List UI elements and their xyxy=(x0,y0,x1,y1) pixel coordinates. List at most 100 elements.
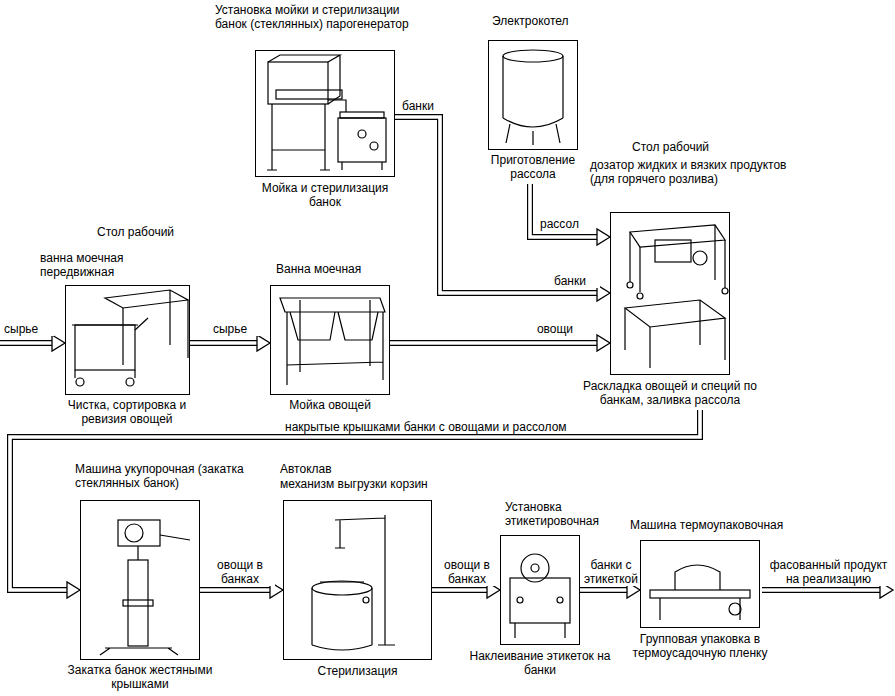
arrow-shaft-inner xyxy=(395,117,597,293)
jar-washer-drawing-stroke xyxy=(276,90,342,99)
flow-label: банки xyxy=(540,274,600,288)
operation-caption: Стерилизация xyxy=(283,664,432,678)
equipment-station: Автоклавмеханизм выгрузки корзинСтерилиз… xyxy=(283,500,432,681)
arrow-shaft-outline xyxy=(190,340,257,346)
autoclave-drawing-stroke xyxy=(320,515,395,645)
trolley-bath-drawing-stroke xyxy=(105,290,188,308)
trolley-bath-drawing-stroke xyxy=(75,325,135,370)
equipment-station: Стол рабочийдозатор жидких и вязких прод… xyxy=(610,212,730,410)
dosing-table-drawing-stroke xyxy=(722,288,728,294)
equipment-heading: Автоклав xyxy=(280,462,430,476)
equipment-heading: Ванна моечная xyxy=(276,262,386,276)
seaming-machine-drawing-stroke xyxy=(123,600,153,606)
autoclave-drawing-stroke xyxy=(363,597,369,603)
arrow-shaft-inner xyxy=(200,588,270,592)
flow-label: овощи в банках xyxy=(436,558,498,586)
equipment-station: Машина укупорочная (закатка стеклянных б… xyxy=(80,500,200,694)
arrow-shaft-inner xyxy=(390,341,597,345)
flow-label: сырье xyxy=(200,322,260,336)
arrow-shaft-outline xyxy=(432,587,487,593)
dosing-table-drawing-stroke xyxy=(627,282,633,288)
electric-boiler-drawing xyxy=(503,50,563,145)
washing-bath-drawing-stroke xyxy=(280,298,385,312)
shrink-tunnel-drawing-stroke xyxy=(729,603,741,615)
jar-washer-drawing-stroke xyxy=(268,55,340,104)
equipment-heading: Электрокотел xyxy=(492,14,592,28)
input-arrow-stroke xyxy=(52,335,65,351)
jar-washer-drawing-stroke xyxy=(342,162,382,170)
seaming-machine-drawing-stroke xyxy=(118,520,160,546)
labeler-drawing-stroke xyxy=(531,564,539,572)
operation-caption: Закатка банок жестяными крышками xyxy=(55,663,225,691)
equipment-frame xyxy=(610,212,730,375)
shrink-tunnel-drawing-stroke xyxy=(675,565,720,590)
flow-label: банки с этикеткой xyxy=(582,558,640,586)
equipment-frame xyxy=(80,500,200,660)
labeler-drawing-stroke xyxy=(521,554,549,582)
operation-caption: Приготовление рассола xyxy=(478,153,588,181)
equipment-heading: Машина укупорочная (закатка стеклянных б… xyxy=(75,462,260,490)
arrow-shaft-inner xyxy=(432,588,487,592)
equipment-heading: механизм выгрузки корзин xyxy=(280,477,450,491)
equipment-station: Ванна моечнаяМойка овощей xyxy=(270,285,390,415)
jar-washer-drawing-stroke xyxy=(370,142,378,150)
seaming-machine-drawing-stroke xyxy=(138,535,190,560)
equipment-frame xyxy=(500,535,580,645)
input-arrow-stroke xyxy=(0,340,52,346)
labeler-drawing-stroke xyxy=(510,578,570,623)
equipment-station: Установка этикетировочнаяНаклеивание эти… xyxy=(500,535,580,680)
arrow-head xyxy=(67,582,80,598)
equipment-heading: Машина термоупаковочная xyxy=(630,518,790,532)
flow-label: сырье xyxy=(4,322,54,336)
equipment-frame xyxy=(488,40,578,150)
equipment-station: Стол рабочийванна моечная передвижнаяЧис… xyxy=(65,285,190,429)
seaming-machine-drawing-stroke xyxy=(100,648,178,655)
jar-washer-drawing-stroke xyxy=(268,62,328,104)
equipment-frame xyxy=(640,540,760,628)
flow-label: овощи в банках xyxy=(205,558,275,586)
trolley-bath-drawing-stroke xyxy=(123,290,188,365)
electric-boiler-drawing-stroke xyxy=(506,124,560,145)
equipment-heading: ванна моечная передвижная xyxy=(40,251,160,279)
trolley-bath-drawing xyxy=(72,290,188,386)
flow-label: фасованный продукт на реализацию xyxy=(765,558,892,586)
arrow-shaft-outline xyxy=(390,340,597,346)
washing-bath-drawing xyxy=(280,298,385,385)
electric-boiler-drawing-stroke xyxy=(503,56,563,127)
washing-bath-drawing-stroke xyxy=(290,312,378,340)
operation-caption: Чистка, сортировка и ревизия овощей xyxy=(52,398,202,426)
operation-caption: Наклеивание этикеток на банки xyxy=(455,649,625,677)
dosing-table-drawing-stroke xyxy=(625,300,725,368)
dosing-table-drawing xyxy=(625,225,728,368)
dosing-table-drawing-stroke xyxy=(630,225,725,247)
output-arrow-stroke xyxy=(762,588,880,592)
labeler-drawing-stroke xyxy=(515,623,565,638)
autoclave-drawing-stroke xyxy=(312,588,372,650)
dosing-table-drawing-stroke xyxy=(630,225,725,292)
arrow-shaft-inner xyxy=(530,184,597,237)
flow-label: банки xyxy=(398,99,438,113)
equipment-heading: Стол рабочий xyxy=(632,140,752,154)
jar-washer-drawing-stroke xyxy=(358,130,366,138)
arrow-shaft-outline xyxy=(395,117,597,293)
shrink-tunnel-drawing xyxy=(650,565,750,620)
autoclave-drawing xyxy=(312,515,395,650)
flow-arrow xyxy=(190,335,270,351)
equipment-heading: Установка этикетировочная xyxy=(505,500,625,528)
equipment-heading: Стол рабочий xyxy=(97,225,217,239)
jar-washer-drawing xyxy=(267,55,386,170)
operation-caption: Мойка овощей xyxy=(270,398,390,412)
arrow-head xyxy=(257,335,270,351)
equipment-heading: Установка мойки и стерилизации банок (ст… xyxy=(215,3,410,31)
equipment-heading: дозатор жидких и вязких продуктов (для г… xyxy=(590,158,790,186)
jar-washer-drawing-stroke xyxy=(267,104,330,170)
arrow-shaft-inner xyxy=(580,588,627,592)
labeler-drawing-stroke xyxy=(557,597,563,603)
trolley-bath-drawing-stroke xyxy=(126,378,134,386)
labeler-drawing-stroke xyxy=(517,597,523,603)
flow-arrow xyxy=(390,335,610,351)
input-arrow xyxy=(0,335,65,351)
jar-washer-drawing-stroke xyxy=(338,118,386,162)
flow-arrow xyxy=(10,410,700,598)
